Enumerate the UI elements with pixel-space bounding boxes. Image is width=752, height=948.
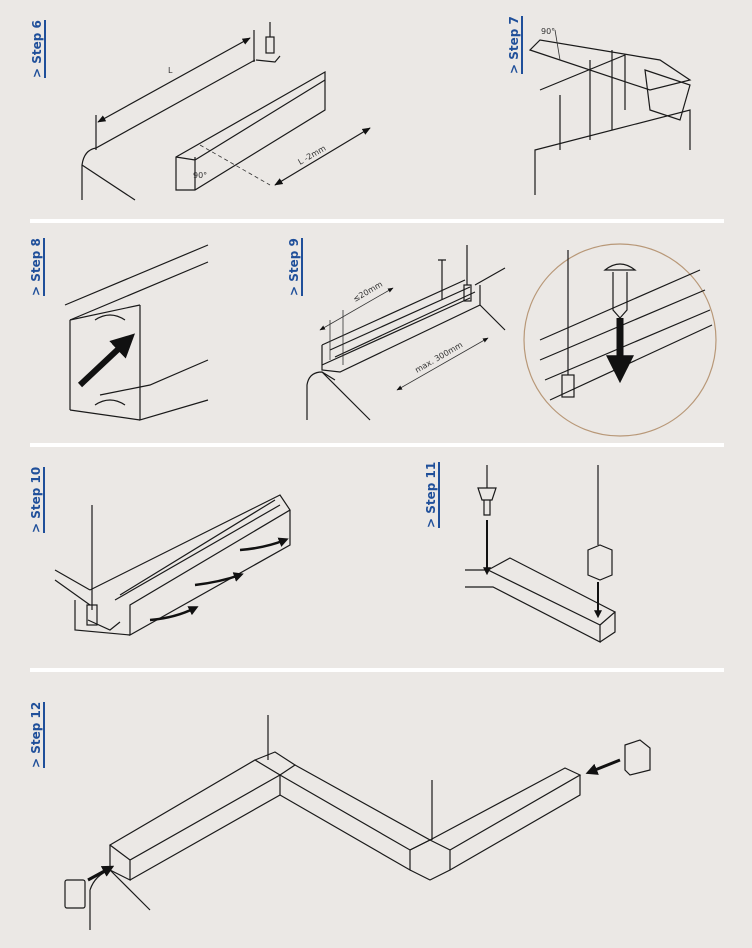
- step-9-detail-circle: [523, 243, 717, 437]
- step-11-drawing: [465, 465, 617, 643]
- divider: [30, 668, 724, 672]
- step-10-drawing: [54, 494, 291, 637]
- step-8-drawing: [64, 244, 209, 421]
- step-9-drawing: ≤20mm max. 300mm: [306, 245, 506, 421]
- dimension-l: L: [168, 66, 173, 75]
- step-7-drawing: 90°: [528, 27, 692, 195]
- angle-90: 90°: [193, 171, 207, 180]
- divider: [30, 443, 724, 447]
- dimension-max-300mm: max. 300mm: [414, 340, 465, 375]
- divider: [30, 219, 724, 223]
- dimension-max-20mm: ≤20mm: [352, 280, 385, 304]
- step-6-drawing: L L -2mm 90°: [81, 22, 371, 201]
- step-12-drawing: [64, 715, 651, 930]
- saw-angle-90: 90°: [541, 27, 555, 36]
